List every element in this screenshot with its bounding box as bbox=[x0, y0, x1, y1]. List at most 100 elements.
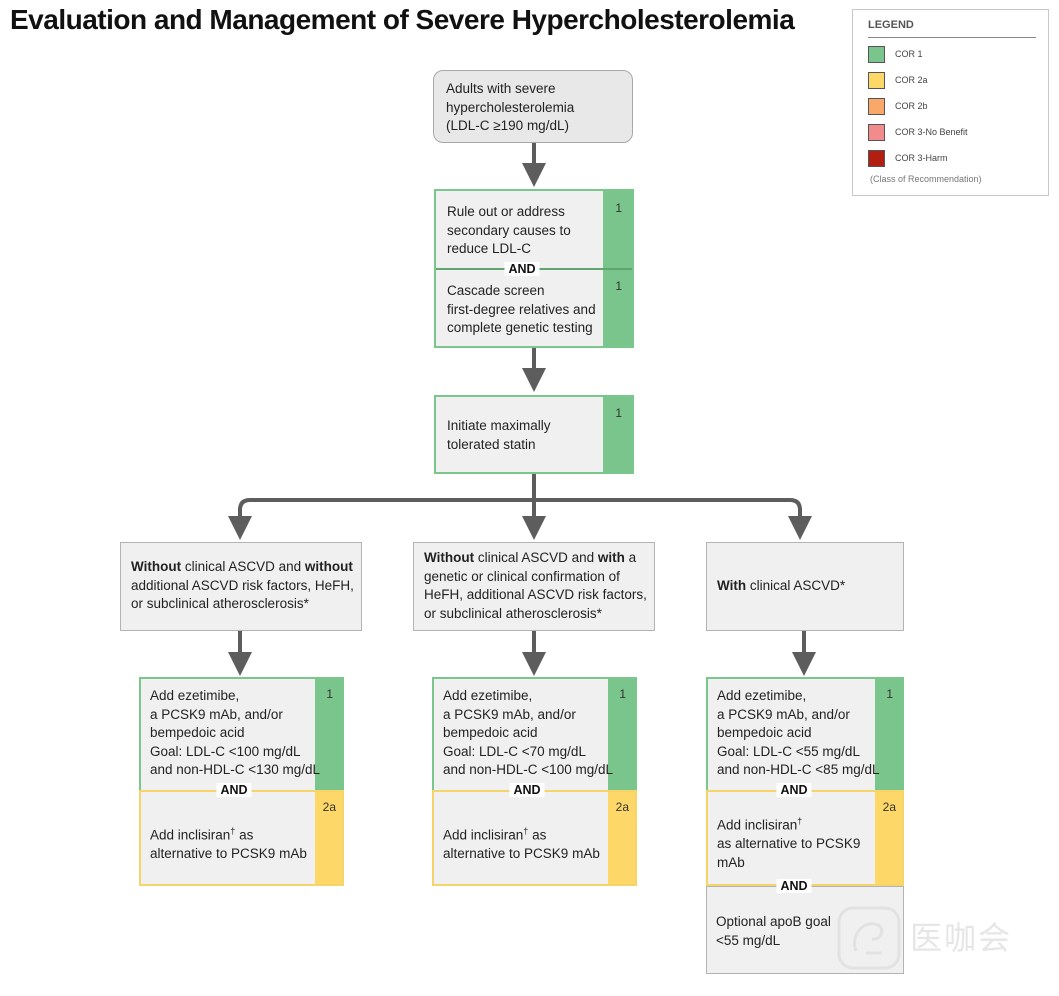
cor-label: 1 bbox=[615, 406, 622, 420]
condition-line: Without clinical ASCVD and without bbox=[131, 559, 353, 574]
rec-line: and non-HDL-C <85 mg/dL bbox=[717, 762, 880, 777]
cor-label: 1 bbox=[886, 687, 893, 701]
rec-line: <55 mg/dL bbox=[716, 932, 781, 948]
condition-box-no-ascvd-no-risk: Without clinical ASCVD and without addit… bbox=[120, 542, 362, 631]
start-line: (LDL-C ≥190 mg/dL) bbox=[446, 118, 569, 133]
rec-line: Goal: LDL-C <100 mg/dL bbox=[150, 743, 301, 759]
legend-note: (Class of Recommendation) bbox=[870, 174, 982, 184]
step1-b-line: first-degree relatives and bbox=[447, 301, 596, 317]
step1-a-line: reduce LDL-C bbox=[447, 241, 532, 256]
rec-line: as alternative to PCSK9 bbox=[717, 836, 861, 851]
legend-label: COR 3-No Benefit bbox=[895, 127, 968, 137]
rec-line: alternative to PCSK9 mAb bbox=[150, 846, 307, 861]
legend-swatch bbox=[868, 45, 885, 63]
condition-line: With clinical ASCVD* bbox=[717, 578, 846, 593]
cor-label: 2a bbox=[615, 800, 629, 814]
legend-item-cor2a: COR 2a bbox=[868, 71, 928, 89]
step1-b-line: Cascade screen bbox=[447, 283, 545, 298]
rec-line: a PCSK9 mAb, and/or bbox=[150, 706, 283, 722]
legend-item-cor1: COR 1 bbox=[868, 45, 923, 63]
legend-item-cor3-no-benefit: COR 3-No Benefit bbox=[868, 123, 968, 141]
start-line: Adults with severe bbox=[446, 81, 556, 96]
and-label: AND bbox=[504, 262, 540, 276]
cor-bar bbox=[315, 792, 342, 884]
condition-line: genetic or clinical confirmation of bbox=[424, 568, 620, 584]
rec-line: Add ezetimibe, bbox=[150, 688, 240, 703]
rec-box-left-cor1: 1 Add ezetimibe, a PCSK9 mAb, and/or bem… bbox=[139, 677, 344, 790]
legend-label: COR 2b bbox=[895, 101, 928, 111]
rec-line: Add ezetimibe, bbox=[717, 688, 807, 703]
rec-line: and non-HDL-C <100 mg/dL bbox=[443, 762, 613, 777]
cor-label: 1 bbox=[615, 201, 622, 215]
and-label: AND bbox=[509, 783, 545, 797]
step1-a-line: secondary causes to bbox=[447, 222, 571, 238]
condition-line: additional ASCVD risk factors, HeFH, bbox=[131, 577, 354, 593]
legend-label: COR 2a bbox=[895, 75, 928, 85]
cor-bar bbox=[608, 792, 635, 884]
cor-bar bbox=[603, 397, 632, 472]
legend-title: LEGEND bbox=[868, 19, 914, 31]
rec-line: Add inclisiran† bbox=[717, 816, 803, 833]
condition-line: HeFH, additional ASCVD risk factors, bbox=[424, 587, 647, 602]
cor-bar bbox=[875, 792, 902, 884]
and-label: AND bbox=[776, 783, 812, 797]
watermark-logo-icon bbox=[837, 906, 901, 970]
rec-box-right-cor1: 1 Add ezetimibe, a PCSK9 mAb, and/or bem… bbox=[706, 677, 904, 790]
rec-line: alternative to PCSK9 mAb bbox=[443, 846, 600, 861]
step1-a-line: Rule out or address bbox=[447, 204, 565, 219]
rec-box-middle-cor1: 1 Add ezetimibe, a PCSK9 mAb, and/or bem… bbox=[432, 677, 637, 790]
rec-line: Optional apoB goal bbox=[716, 914, 831, 929]
legend-label: COR 3-Harm bbox=[895, 153, 948, 163]
rec-line: Goal: LDL-C <70 mg/dL bbox=[443, 743, 586, 759]
start-line: hypercholesterolemia bbox=[446, 99, 575, 115]
rec-line: and non-HDL-C <130 mg/dL bbox=[150, 762, 320, 777]
rec-line: bempedoic acid bbox=[150, 725, 245, 740]
start-box: Adults with severe hypercholesterolemia … bbox=[433, 70, 633, 143]
rec-line: Add ezetimibe, bbox=[443, 688, 533, 703]
legend-swatch bbox=[868, 71, 885, 89]
rec-line: bempedoic acid bbox=[443, 725, 538, 740]
rec-box-left-cor2a: 2a Add inclisiran† as alternative to PCS… bbox=[139, 790, 344, 886]
rec-line: Add inclisiran† as bbox=[150, 826, 254, 843]
rec-line: Goal: LDL-C <55 mg/dL bbox=[717, 743, 860, 759]
step1-box: 1 Rule out or address secondary causes t… bbox=[434, 189, 634, 348]
step2-line: Initiate maximally bbox=[447, 418, 551, 433]
step2-box: 1 Initiate maximally tolerated statin bbox=[434, 395, 634, 474]
page-title: Evaluation and Management of Severe Hype… bbox=[10, 4, 795, 35]
condition-box-no-ascvd-with-risk: Without clinical ASCVD and with a geneti… bbox=[413, 542, 655, 631]
legend-divider bbox=[868, 37, 1036, 38]
legend-item-cor3-harm: COR 3-Harm bbox=[868, 149, 948, 167]
legend-swatch bbox=[868, 149, 885, 167]
rec-line: Add inclisiran† as bbox=[443, 826, 547, 843]
condition-box-with-ascvd: With clinical ASCVD* bbox=[706, 542, 904, 631]
rec-line: bempedoic acid bbox=[717, 725, 812, 740]
rec-box-right-cor2a: 2a Add inclisiran† as alternative to PCS… bbox=[706, 790, 904, 886]
connector-branch-horizontal bbox=[238, 498, 802, 511]
step1-b-line: complete genetic testing bbox=[447, 320, 593, 335]
condition-line: Without clinical ASCVD and with a bbox=[424, 550, 637, 565]
condition-line: or subclinical atherosclerosis* bbox=[131, 596, 309, 611]
cor-bar bbox=[875, 679, 902, 790]
cor-label: 2a bbox=[322, 800, 336, 814]
legend-label: COR 1 bbox=[895, 49, 923, 59]
cor-label: 2a bbox=[882, 800, 896, 814]
cor-bar bbox=[608, 679, 635, 790]
legend-swatch bbox=[868, 123, 885, 141]
legend-swatch bbox=[868, 97, 885, 115]
cor-bar bbox=[315, 679, 342, 790]
watermark-text: 医咖会 bbox=[910, 919, 1013, 957]
legend: LEGEND COR 1 COR 2a COR 2b COR 3-No Bene… bbox=[852, 9, 1049, 196]
and-label: AND bbox=[216, 783, 252, 797]
and-label: AND bbox=[776, 879, 812, 893]
cor-label: 1 bbox=[615, 279, 622, 293]
rec-line: mAb bbox=[717, 854, 745, 870]
condition-line: or subclinical atherosclerosis* bbox=[424, 605, 602, 621]
rec-line: a PCSK9 mAb, and/or bbox=[717, 706, 850, 722]
legend-item-cor2b: COR 2b bbox=[868, 97, 928, 115]
rec-box-middle-cor2a: 2a Add inclisiran† as alternative to PCS… bbox=[432, 790, 637, 886]
cor-label: 1 bbox=[619, 687, 626, 701]
step2-line: tolerated statin bbox=[447, 436, 536, 452]
cor-label: 1 bbox=[326, 687, 333, 701]
rec-line: a PCSK9 mAb, and/or bbox=[443, 706, 576, 722]
